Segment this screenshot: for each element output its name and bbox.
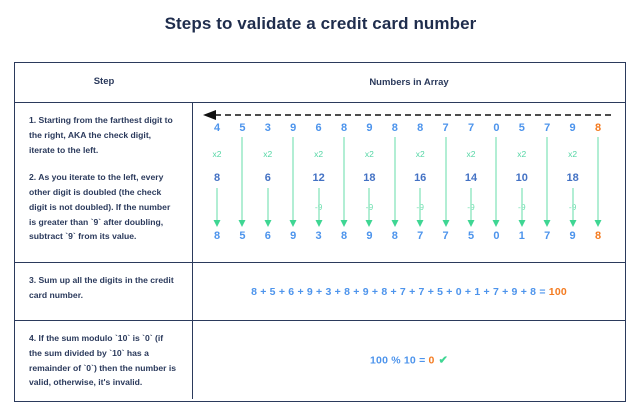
down-arrow-icon	[264, 188, 272, 227]
doubled-value: 18	[566, 172, 579, 184]
down-arrow-icon	[518, 188, 526, 227]
table-row: 3. Sum up all the digits in the credit c…	[15, 263, 625, 321]
doubled-value: 16	[414, 172, 427, 184]
multiply-label: x2	[364, 149, 374, 159]
sum-result: 100	[548, 285, 567, 298]
multiply-label: x2	[263, 149, 273, 159]
multiply-label: x2	[415, 149, 425, 159]
down-arrow-icon	[416, 188, 424, 227]
original-digit: 3	[264, 122, 271, 134]
table-row: 1. Starting from the farthest digit to t…	[15, 103, 625, 263]
sum-equation: 8 + 5 + 6 + 9 + 3 + 8 + 9 + 8 + 7 + 7 + …	[193, 286, 625, 298]
multiply-label: x2	[517, 149, 527, 159]
down-arrow-icon	[467, 188, 475, 227]
result-digit: 5	[467, 230, 475, 242]
multiply-label: x2	[568, 149, 578, 159]
step-cell-3: 3. Sum up all the digits in the credit c…	[15, 263, 193, 320]
digit-grid: 4x288553x266996x212-93889x218-99888x216-…	[193, 103, 625, 262]
result-digit: 7	[442, 230, 449, 242]
down-arrow-icon	[365, 188, 373, 227]
original-digit: 9	[290, 122, 297, 134]
original-digit: 6	[315, 122, 322, 134]
doubled-value: 8	[213, 172, 221, 184]
down-arrow-icon	[569, 188, 577, 227]
result-digit: 5	[239, 230, 246, 242]
original-digit: 4	[213, 122, 221, 134]
step-cell-4: 4. If the sum modulo `10` is `0` (if the…	[15, 321, 193, 399]
original-digit: 7	[442, 122, 449, 134]
header-cell-numbers: Numbers in Array	[369, 77, 449, 88]
step-cell-1-2: 1. Starting from the farthest digit to t…	[15, 103, 193, 262]
original-digit: 8	[594, 122, 602, 134]
table-header-row: Step Numbers in Array	[15, 63, 625, 103]
down-arrow-icon	[213, 188, 221, 227]
down-arrow-icon	[492, 137, 500, 227]
modulo-equation: 100 % 10 = 0✔	[193, 354, 625, 367]
down-arrow-icon	[238, 137, 246, 227]
multiply-label: x2	[212, 149, 222, 159]
down-arrow-icon	[340, 137, 348, 227]
result-digit: 1	[518, 230, 525, 242]
original-digit: 9	[569, 122, 576, 134]
numbers-cell-diagram: 4x288553x266996x212-93889x218-99888x216-…	[193, 103, 625, 262]
result-digit: 9	[366, 230, 373, 242]
original-digit: 5	[518, 122, 525, 134]
doubled-value: 18	[363, 172, 376, 184]
result-digit: 9	[290, 230, 297, 242]
modulo-expression: 100 % 10 =	[369, 354, 429, 367]
numbers-cell-sum: 8 + 5 + 6 + 9 + 3 + 8 + 9 + 8 + 7 + 7 + …	[193, 263, 625, 320]
doubled-value: 10	[515, 172, 528, 184]
original-digit: 9	[366, 122, 373, 134]
original-digit: 7	[467, 122, 475, 134]
original-digit: 7	[544, 122, 551, 134]
result-digit: 0	[493, 230, 500, 242]
result-digit: 3	[315, 230, 322, 242]
result-digit: 8	[391, 230, 398, 242]
result-digit: 9	[569, 230, 576, 242]
down-arrow-icon	[289, 137, 297, 227]
result-digit: 7	[544, 230, 551, 242]
result-digit: 8	[594, 230, 602, 242]
down-arrow-icon	[543, 137, 551, 227]
original-digit: 8	[340, 122, 348, 134]
multiply-label: x2	[314, 149, 324, 159]
original-digit: 0	[493, 122, 500, 134]
down-arrow-icon	[442, 137, 450, 227]
result-digit: 6	[264, 230, 271, 242]
down-arrow-icon	[594, 137, 602, 227]
valid-check-icon: ✔	[438, 354, 448, 367]
step-text-4: 4. If the sum modulo `10` is `0` (if the…	[29, 333, 177, 388]
original-digit: 8	[391, 122, 398, 134]
doubled-value: 6	[264, 172, 271, 184]
original-digit: 8	[417, 122, 424, 134]
result-digit: 8	[340, 230, 348, 242]
steps-table: Step Numbers in Array 1. Starting from t…	[14, 62, 626, 402]
iterate-direction-arrow-icon	[203, 110, 611, 120]
page-title: Steps to validate a credit card number	[164, 14, 477, 33]
down-arrow-icon	[315, 188, 323, 227]
modulo-result: 0	[428, 354, 435, 367]
sum-expression: 8 + 5 + 6 + 9 + 3 + 8 + 9 + 8 + 7 + 7 + …	[251, 285, 549, 298]
down-arrow-icon	[391, 137, 399, 227]
doubled-value: 12	[312, 172, 325, 184]
step-text-1: 1. Starting from the farthest digit to t…	[29, 115, 173, 155]
numbers-cell-modulo: 100 % 10 = 0✔	[193, 321, 625, 399]
header-cell-step: Step	[93, 76, 115, 88]
result-digit: 8	[213, 230, 221, 242]
result-digit: 7	[417, 230, 424, 242]
original-digit: 5	[239, 122, 246, 134]
table-row: 4. If the sum modulo `10` is `0` (if the…	[15, 321, 625, 399]
step-text-3: 3. Sum up all the digits in the credit c…	[29, 275, 174, 300]
multiply-label: x2	[466, 149, 476, 159]
doubled-value: 14	[464, 172, 478, 184]
step-text-2: 2. As you iterate to the left, every oth…	[29, 172, 171, 242]
